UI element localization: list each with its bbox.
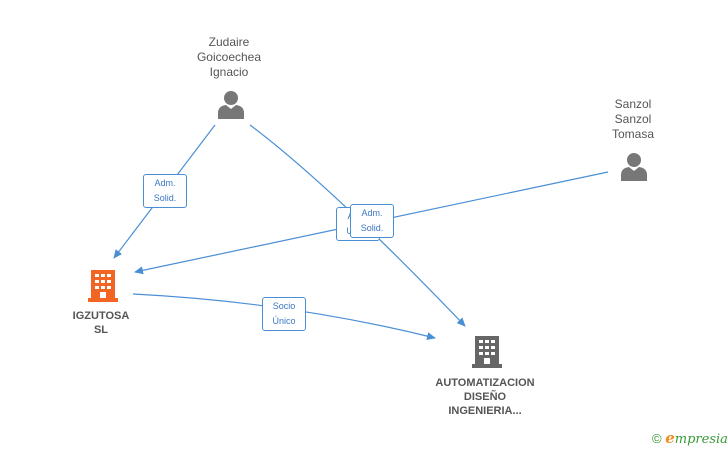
edge-zudaire-to-automatizacion: [249, 124, 466, 327]
person-label-sanzol: Sanzol Sanzol Tomasa: [578, 97, 688, 142]
edge-label-igzutosa-automatizacion: Socio Único: [262, 297, 306, 331]
person-icon[interactable]: [620, 151, 648, 181]
edge-label-line: Solid.: [153, 193, 177, 203]
company-label-automatizacion[interactable]: AUTOMATIZACION DISEÑO INGENIERIA...: [415, 376, 555, 418]
company-label-line: DISEÑO: [463, 391, 507, 403]
edge-label-zudaire-igzutosa: Adm. Solid.: [143, 174, 187, 208]
person-label-line: Zudaire: [208, 35, 250, 49]
company-label-line: IGZUTOSA: [72, 310, 130, 322]
empresia-logo: © empresia: [652, 429, 728, 447]
person-label-line: Tomasa: [611, 127, 655, 141]
person-label-line: Sanzol: [614, 112, 652, 126]
edge-label-sanzol-igzutosa: Adm. Solid.: [350, 204, 394, 238]
copyright-icon: ©: [652, 431, 662, 446]
edge-label-line: Único: [272, 316, 296, 326]
brand-initial: e: [665, 429, 675, 447]
edge-label-line: Adm.: [154, 178, 176, 188]
edge-label-line: Solid.: [360, 223, 384, 233]
person-label-zudaire: Zudaire Goicoechea Ignacio: [174, 35, 284, 80]
company-label-line: INGENIERIA...: [448, 405, 522, 417]
person-label-line: Sanzol: [614, 97, 652, 111]
building-icon[interactable]: [88, 268, 118, 302]
person-label-line: Goicoechea: [196, 50, 262, 64]
company-label-line: AUTOMATIZACION: [435, 377, 535, 389]
edge-label-line: Adm.: [361, 208, 383, 218]
brand-name: mpresia: [674, 432, 728, 447]
person-icon[interactable]: [217, 89, 245, 119]
edge-label-line: Socio: [272, 301, 296, 311]
building-icon[interactable]: [472, 334, 502, 368]
person-label-line: Ignacio: [209, 65, 249, 79]
company-label-igzutosa[interactable]: IGZUTOSA SL: [31, 309, 171, 337]
company-label-line: SL: [93, 324, 109, 336]
